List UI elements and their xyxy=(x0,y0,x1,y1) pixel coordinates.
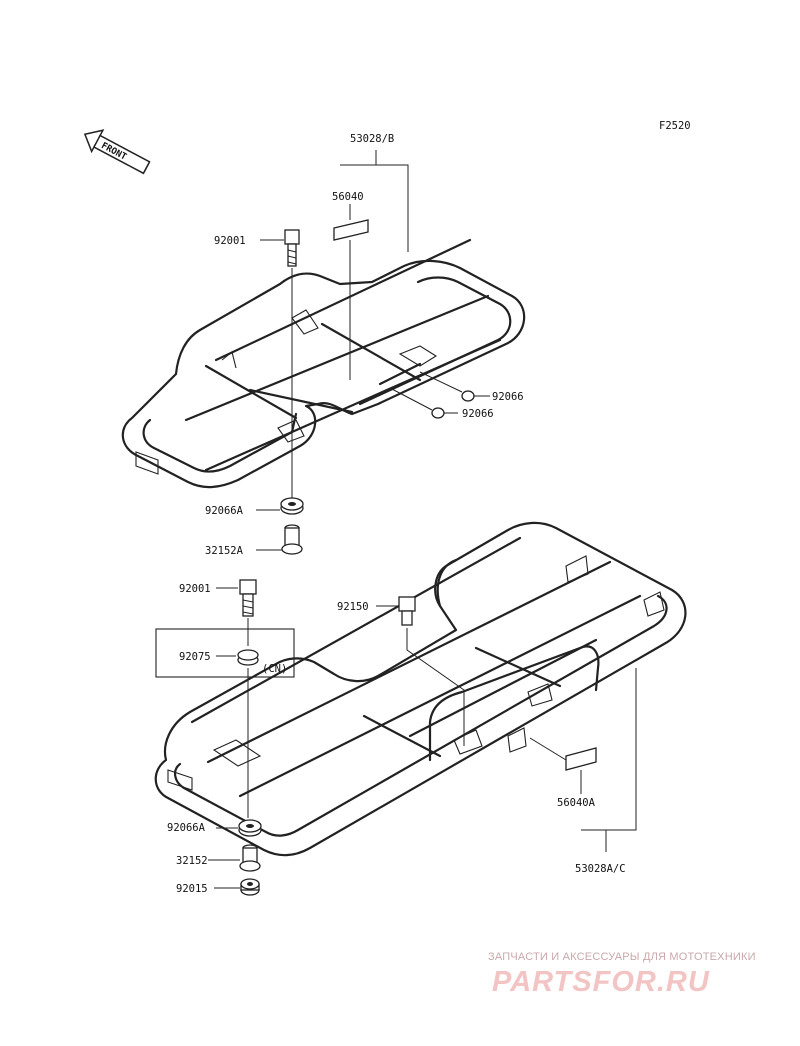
front-arrow-icon: FRONT xyxy=(83,129,151,175)
label-lower-assembly: 53028A/C xyxy=(575,863,626,875)
lower-washer-icon xyxy=(237,649,259,666)
lower-bolt-icon xyxy=(239,579,257,617)
watermark-caption: ЗАПЧАСТИ И АКСЕССУАРЫ ДЛЯ МОТОТЕХНИКИ xyxy=(488,951,756,963)
upper-carrier-rack xyxy=(121,238,526,489)
lower-assembly-bracket xyxy=(581,668,637,852)
figure-code: F2520 xyxy=(659,120,691,132)
label-upper-collar: 32152A xyxy=(205,545,244,557)
upper-nut-b-icon xyxy=(431,407,445,419)
upper-nut-a-icon xyxy=(461,390,475,402)
label-lower-rack-bolt: 92150 xyxy=(337,601,369,613)
label-upper-nut-b: 92066 xyxy=(462,408,494,420)
label-upper-assembly: 53028/B xyxy=(350,133,394,145)
label-lower-nut: 92015 xyxy=(176,883,208,895)
lower-rack-bolt-axis xyxy=(406,628,465,746)
upper-assembly-bracket xyxy=(340,150,409,252)
label-upper-bolt: 92001 xyxy=(214,235,246,247)
upper-collar-icon xyxy=(281,524,303,555)
label-lower-sticker: 56040A xyxy=(557,797,596,809)
lower-rack-bolt-icon xyxy=(398,596,416,626)
upper-label-sticker-icon xyxy=(333,219,369,241)
label-lower-washer-note: (CN) xyxy=(262,663,287,675)
lower-sticker-axis xyxy=(529,737,567,761)
watermark-logo: PARTSFOR.RU xyxy=(492,966,710,998)
label-upper-nut-a: 92066 xyxy=(492,391,524,403)
label-lower-washer: 92075 xyxy=(179,651,211,663)
upper-nut-axis xyxy=(389,371,463,411)
label-lower-damper: 92066A xyxy=(167,822,206,834)
lower-collar-icon xyxy=(239,844,261,872)
label-lower-bolt: 92001 xyxy=(179,583,211,595)
label-upper-damper: 92066A xyxy=(205,505,244,517)
label-upper-sticker: 56040 xyxy=(332,191,364,203)
lower-washer-callout-box xyxy=(155,628,295,678)
upper-damper-icon xyxy=(280,497,304,515)
lower-carrier-rack xyxy=(154,521,687,857)
upper-bolt-icon xyxy=(284,229,300,267)
lower-label-sticker-icon xyxy=(565,747,597,771)
lower-nut-icon xyxy=(240,878,260,896)
label-lower-collar: 32152 xyxy=(176,855,208,867)
lower-damper-icon xyxy=(238,819,262,837)
